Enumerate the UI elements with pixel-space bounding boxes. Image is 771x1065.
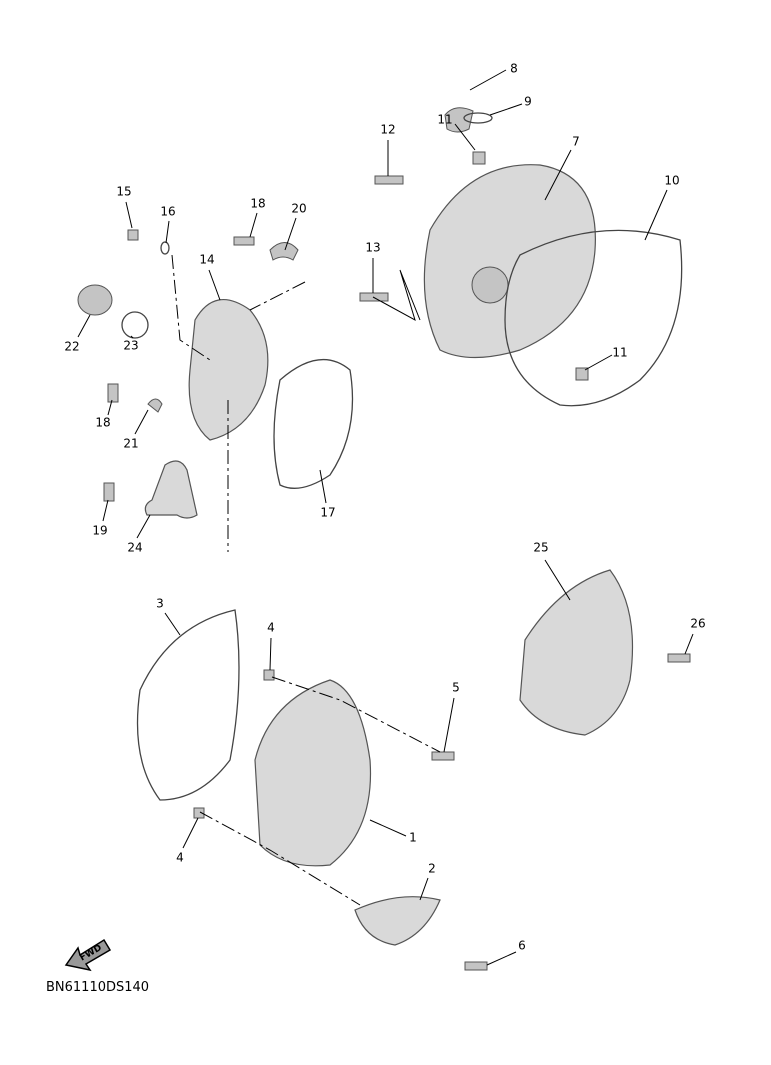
o-ring-23	[121, 311, 149, 339]
washer-16	[160, 241, 170, 255]
generator-cover-1	[254, 679, 372, 867]
bolt-26	[667, 653, 691, 663]
callout-10: 10	[664, 174, 679, 188]
assembly-line	[249, 281, 306, 311]
gasket-10	[504, 229, 683, 407]
callout-7: 7	[572, 135, 580, 149]
bolt-19	[103, 482, 115, 502]
callout-16: 16	[160, 205, 175, 219]
callout-21: 21	[123, 437, 138, 451]
bracket-24	[144, 460, 198, 519]
oil-seal-22	[77, 284, 113, 316]
callout-1: 1	[409, 831, 417, 845]
diagram-code: BN61110DS140	[46, 980, 150, 995]
callout-12: 12	[380, 123, 395, 137]
gasket-17	[273, 358, 354, 489]
callout-15: 15	[116, 185, 131, 199]
callout-24: 24	[127, 541, 142, 555]
leader-lines	[77, 69, 694, 966]
bolt-15	[127, 229, 139, 241]
clip-21	[147, 398, 163, 413]
cover-2	[354, 896, 441, 946]
callout-11: 11	[612, 346, 627, 360]
bolt-6	[464, 961, 488, 971]
bolt-12	[374, 175, 404, 185]
callout-13: 13	[365, 241, 380, 255]
callout-25: 25	[533, 541, 548, 555]
cover-14	[77, 229, 299, 519]
callout-11: 11	[437, 113, 452, 127]
callout-5: 5	[452, 681, 460, 695]
callout-17: 17	[320, 506, 335, 520]
forward-arrow-icon: FWD	[64, 938, 112, 972]
o-ring-9	[463, 112, 493, 124]
dowel-pin-11b	[575, 367, 589, 381]
callout-23: 23	[123, 339, 138, 353]
callout-9: 9	[524, 95, 532, 109]
dowel-pin-11	[472, 151, 486, 165]
cover-25	[519, 569, 634, 736]
crankcase-cover-7	[359, 107, 596, 381]
callout-6: 6	[518, 939, 526, 953]
assembly-line	[199, 811, 361, 906]
assembly-line	[171, 254, 211, 361]
callout-3: 3	[156, 597, 164, 611]
callout-19: 19	[92, 524, 107, 538]
callout-22: 22	[64, 340, 79, 354]
bolt-5	[431, 751, 455, 761]
bolt-18	[233, 236, 255, 246]
callout-18: 18	[250, 197, 265, 211]
callout-8: 8	[510, 62, 518, 76]
dowel-pin-4	[263, 669, 275, 681]
oil-filler-cap-8	[444, 107, 474, 133]
callout-18: 18	[95, 416, 110, 430]
dowel-pin-4b	[193, 807, 205, 819]
bolt-18b	[107, 383, 119, 403]
clamp-20	[269, 242, 299, 261]
callout-4: 4	[176, 851, 184, 865]
callout-14: 14	[199, 253, 214, 267]
callout-26: 26	[690, 617, 705, 631]
callout-20: 20	[291, 202, 306, 216]
callout-4: 4	[267, 621, 275, 635]
callout-2: 2	[428, 862, 436, 876]
gasket-3	[136, 609, 240, 801]
